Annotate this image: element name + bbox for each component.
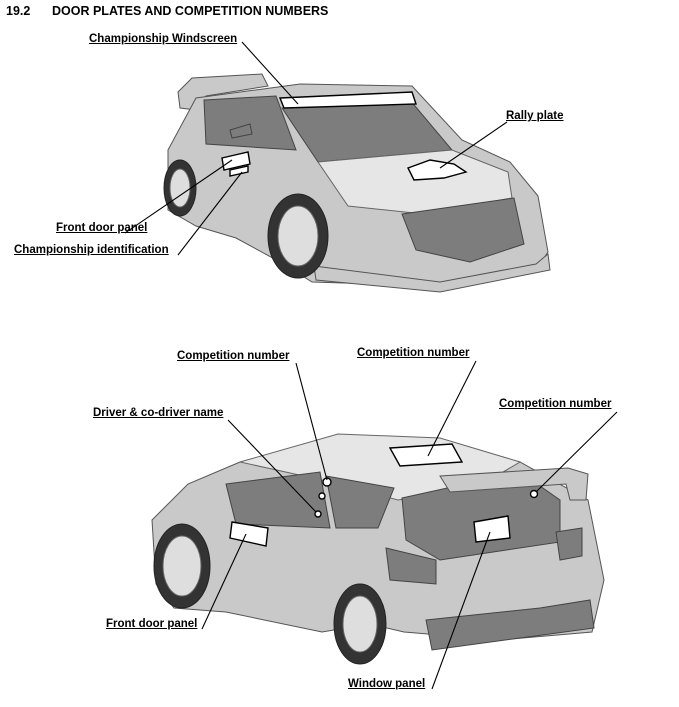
section-title: DOOR PLATES AND COMPETITION NUMBERS xyxy=(52,4,329,18)
section-heading: 19.2 DOOR PLATES AND COMPETITION NUMBERS xyxy=(6,4,328,18)
competition-number-left-leader xyxy=(295,362,328,481)
section-number: 19.2 xyxy=(6,4,31,18)
label-championship-identification: Championship identification xyxy=(14,244,169,256)
label-competition-number-roof: Competition number xyxy=(357,347,470,359)
label-championship-windscreen: Championship Windscreen xyxy=(89,33,238,45)
bottom-front-door-leader xyxy=(201,533,247,630)
championship-id-plate xyxy=(229,165,249,177)
label-driver-co-driver-name: Driver & co-driver name xyxy=(93,407,224,419)
window-panel-leader xyxy=(431,531,491,690)
rear-number-sticker xyxy=(529,489,539,499)
windscreen-banner-plate xyxy=(278,91,417,109)
label-competition-number-left: Competition number xyxy=(177,350,290,362)
championship-id-leader xyxy=(177,171,243,256)
windscreen-leader xyxy=(241,41,299,105)
label-competition-number-rear: Competition number xyxy=(499,398,612,410)
rally-plate-leader xyxy=(439,121,508,169)
label-front-door-panel-top: Front door panel xyxy=(56,222,148,234)
rally-plate xyxy=(407,159,468,181)
front-door-leader xyxy=(124,159,233,234)
label-rally-plate: Rally plate xyxy=(506,110,564,122)
roof-competition-plate xyxy=(388,443,464,467)
bottom-front-door-panel-plate xyxy=(229,521,269,547)
top-car-illustration xyxy=(163,73,551,293)
driver-names-leader xyxy=(227,419,317,513)
competition-number-roof-leader xyxy=(427,360,477,457)
competition-number-rear-leader xyxy=(535,411,618,493)
bottom-car-illustration xyxy=(151,433,605,665)
label-window-panel: Window panel xyxy=(348,678,426,690)
rear-window-panel-plate xyxy=(473,515,511,543)
label-front-door-panel-bottom: Front door panel xyxy=(106,618,198,630)
